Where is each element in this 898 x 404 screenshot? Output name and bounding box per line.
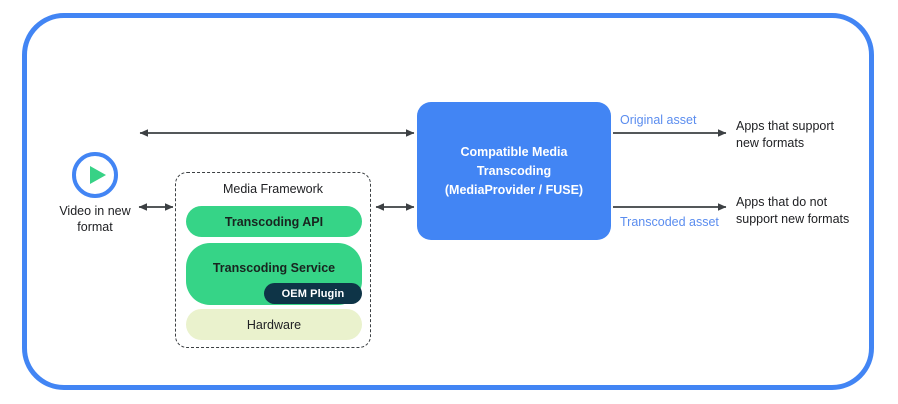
label-transcoded-asset: Transcoded asset (620, 215, 719, 229)
label-apps-supporting: Apps that support new formats (736, 118, 834, 152)
layer-transcoding-api: Transcoding API (186, 206, 362, 237)
apps-nonsupporting-line-1: Apps that do not (736, 195, 828, 209)
outer-frame-border (22, 13, 874, 390)
label-apps-nonsupporting: Apps that do not support new formats (736, 194, 849, 228)
apps-supporting-line-2: new formats (736, 136, 805, 150)
layer-hardware: Hardware (186, 309, 362, 340)
media-framework-title: Media Framework (222, 182, 324, 196)
play-triangle-icon (90, 166, 106, 184)
media-framework-box: Media Framework Transcoding API Transcod… (175, 172, 371, 348)
oem-plugin-badge: OEM Plugin (264, 283, 362, 304)
apps-supporting-line-1: Apps that support (736, 119, 834, 133)
compatible-media-transcoding-box: Compatible Media Transcoding (MediaProvi… (417, 102, 611, 240)
cmt-line-2: Transcoding (476, 163, 552, 178)
label-original-asset: Original asset (620, 113, 697, 127)
play-circle-icon (72, 152, 118, 198)
video-source-caption: Video in new format (59, 204, 131, 234)
cmt-line-1: Compatible Media (460, 144, 568, 159)
apps-nonsupporting-line-2: support new formats (736, 212, 850, 226)
cmt-line-3: (MediaProvider / FUSE) (444, 182, 584, 197)
cmt-text: Compatible Media Transcoding (MediaProvi… (445, 143, 583, 200)
